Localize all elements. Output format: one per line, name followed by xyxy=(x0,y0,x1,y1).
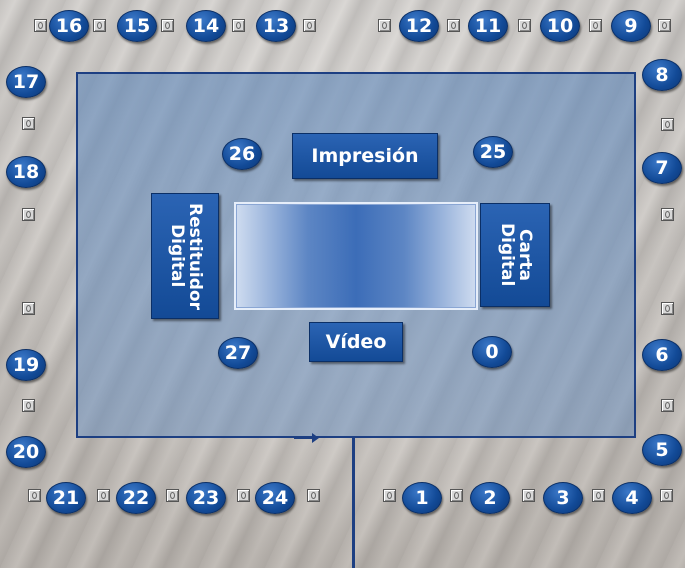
badge-24[interactable]: 24 xyxy=(255,482,295,514)
badge-3[interactable]: 3 xyxy=(543,482,583,514)
port-21[interactable] xyxy=(28,489,41,502)
badge-9[interactable]: 9 xyxy=(611,10,651,42)
badge-25[interactable]: 25 xyxy=(473,136,513,168)
port-3-4[interactable] xyxy=(592,489,605,502)
badge-17[interactable]: 17 xyxy=(6,66,46,98)
port-21-22[interactable] xyxy=(97,489,110,502)
port-11-10[interactable] xyxy=(518,19,531,32)
video-label[interactable]: Vídeo xyxy=(309,322,403,362)
center-screen xyxy=(234,202,478,310)
badge-20[interactable]: 20 xyxy=(6,436,46,468)
port-16-15[interactable] xyxy=(93,19,106,32)
badge-27[interactable]: 27 xyxy=(218,337,258,369)
badge-2[interactable]: 2 xyxy=(470,482,510,514)
print-label[interactable]: Impresión xyxy=(292,133,438,179)
badge-0[interactable]: 0 xyxy=(472,336,512,368)
digital-restitutor-label[interactable]: Restituidor Digital xyxy=(151,193,219,319)
port-22-23[interactable] xyxy=(166,489,179,502)
badge-12[interactable]: 12 xyxy=(399,10,439,42)
badge-10[interactable]: 10 xyxy=(540,10,580,42)
badge-19[interactable]: 19 xyxy=(6,349,46,381)
port-23-24[interactable] xyxy=(237,489,250,502)
port-7[interactable] xyxy=(661,208,674,221)
badge-18[interactable]: 18 xyxy=(6,156,46,188)
badge-14[interactable]: 14 xyxy=(186,10,226,42)
port-18[interactable] xyxy=(22,208,35,221)
port-12[interactable] xyxy=(378,19,391,32)
port-10-9[interactable] xyxy=(589,19,602,32)
connector-arrow xyxy=(290,430,320,446)
port-6-5[interactable] xyxy=(661,399,674,412)
badge-15[interactable]: 15 xyxy=(117,10,157,42)
port-1[interactable] xyxy=(383,489,396,502)
port-8-7[interactable] xyxy=(661,118,674,131)
port-24[interactable] xyxy=(307,489,320,502)
port-14-13[interactable] xyxy=(232,19,245,32)
badge-1[interactable]: 1 xyxy=(402,482,442,514)
badge-26[interactable]: 26 xyxy=(222,138,262,170)
badge-4[interactable]: 4 xyxy=(612,482,652,514)
port-1-2[interactable] xyxy=(450,489,463,502)
badge-13[interactable]: 13 xyxy=(256,10,296,42)
port-4[interactable] xyxy=(660,489,673,502)
badge-5[interactable]: 5 xyxy=(642,434,682,466)
port-19-20[interactable] xyxy=(22,399,35,412)
port-17-18[interactable] xyxy=(22,117,35,130)
port-9[interactable] xyxy=(658,19,671,32)
port-15-14[interactable] xyxy=(161,19,174,32)
port-16[interactable] xyxy=(34,19,47,32)
badge-16[interactable]: 16 xyxy=(49,10,89,42)
digital-chart-label[interactable]: Carta Digital xyxy=(480,203,550,307)
port-13[interactable] xyxy=(303,19,316,32)
port-12-11[interactable] xyxy=(447,19,460,32)
port-2-3[interactable] xyxy=(522,489,535,502)
badge-7[interactable]: 7 xyxy=(642,152,682,184)
badge-22[interactable]: 22 xyxy=(116,482,156,514)
badge-8[interactable]: 8 xyxy=(642,59,682,91)
badge-23[interactable]: 23 xyxy=(186,482,226,514)
connector-bottom-vertical xyxy=(352,437,355,568)
badge-11[interactable]: 11 xyxy=(468,10,508,42)
badge-6[interactable]: 6 xyxy=(642,339,682,371)
badge-21[interactable]: 21 xyxy=(46,482,86,514)
port-6[interactable] xyxy=(661,302,674,315)
port-19[interactable] xyxy=(22,302,35,315)
